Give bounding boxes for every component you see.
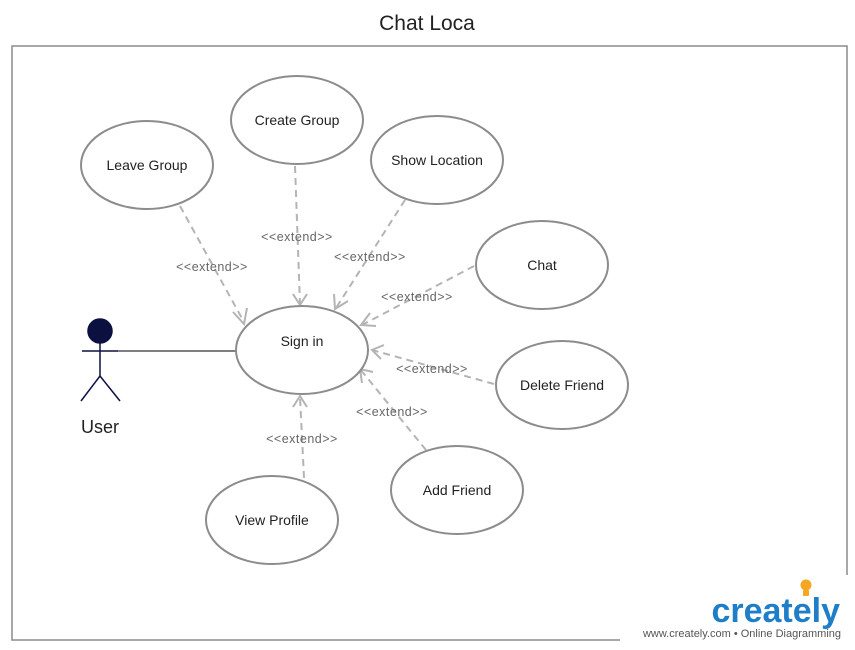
use-case-ellipse xyxy=(205,475,339,565)
creately-watermark: creately www.creately.com • Online Diagr… xyxy=(620,575,850,647)
extend-label-show-location: <<extend>> xyxy=(334,250,406,264)
extend-label-view-profile: <<extend>> xyxy=(266,432,338,446)
system-boundary xyxy=(11,45,848,641)
use-case-label: Leave Group xyxy=(107,157,188,173)
use-case-sign-in[interactable]: Sign in xyxy=(235,305,369,395)
arrowhead-chat xyxy=(359,312,377,327)
use-case-show-location[interactable]: Show Location xyxy=(370,115,504,205)
extend-label-create-group: <<extend>> xyxy=(261,230,333,244)
use-case-label: Chat xyxy=(527,257,557,273)
creately-logo: creately xyxy=(711,592,840,630)
diagram-title: Chat Loca xyxy=(379,12,475,35)
use-case-label: View Profile xyxy=(235,512,309,528)
use-case-ellipse xyxy=(230,75,364,165)
use-case-label: Add Friend xyxy=(423,482,491,498)
extend-line-add-friend xyxy=(359,368,427,451)
actor-label: User xyxy=(81,417,119,437)
arrowhead-view-profile xyxy=(292,394,308,408)
arrowhead-create-group xyxy=(292,293,308,307)
extend-line-chat xyxy=(361,265,475,326)
use-case-label: Create Group xyxy=(255,112,340,128)
use-case-delete-friend[interactable]: Delete Friend xyxy=(495,340,629,430)
use-case-ellipse xyxy=(235,305,369,395)
watermark-tagline: www.creately.com • Online Diagramming xyxy=(642,628,841,640)
extend-label-chat: <<extend>> xyxy=(381,290,453,304)
use-case-ellipse xyxy=(80,120,214,210)
extend-label-delete-friend: <<extend>> xyxy=(396,362,468,376)
extend-label-leave-group: <<extend>> xyxy=(176,260,248,274)
extend-line-show-location xyxy=(335,199,406,309)
use-case-leave-group[interactable]: Leave Group xyxy=(80,120,214,210)
use-case-label: Show Location xyxy=(391,152,483,168)
arrowhead-leave-group xyxy=(232,307,248,327)
extend-line-leave-group xyxy=(179,205,245,323)
use-case-ellipse xyxy=(370,115,504,205)
extend-line-view-profile xyxy=(299,396,305,479)
use-case-ellipse xyxy=(495,340,629,430)
use-case-chat[interactable]: Chat xyxy=(475,220,609,310)
actor-user[interactable]: User xyxy=(80,318,121,437)
arrowhead-show-location xyxy=(333,293,349,311)
use-case-label: Delete Friend xyxy=(520,377,604,393)
arrowhead-delete-friend xyxy=(370,344,385,360)
extend-label-add-friend: <<extend>> xyxy=(356,405,428,419)
use-case-label: Sign in xyxy=(281,333,324,349)
use-case-ellipse xyxy=(475,220,609,310)
extend-relationships xyxy=(179,165,495,479)
use-case-view-profile[interactable]: View Profile xyxy=(205,475,339,565)
extend-labels: <<extend>> <<extend>> <<extend>> <<exten… xyxy=(176,230,468,446)
use-case-create-group[interactable]: Create Group xyxy=(230,75,364,165)
watermark-background xyxy=(620,575,850,647)
use-case-ellipse xyxy=(390,445,524,535)
extend-line-delete-friend xyxy=(371,349,495,385)
stick-figure-icon xyxy=(80,318,121,402)
use-case-add-friend[interactable]: Add Friend xyxy=(390,445,524,535)
lightbulb-icon xyxy=(800,579,812,596)
